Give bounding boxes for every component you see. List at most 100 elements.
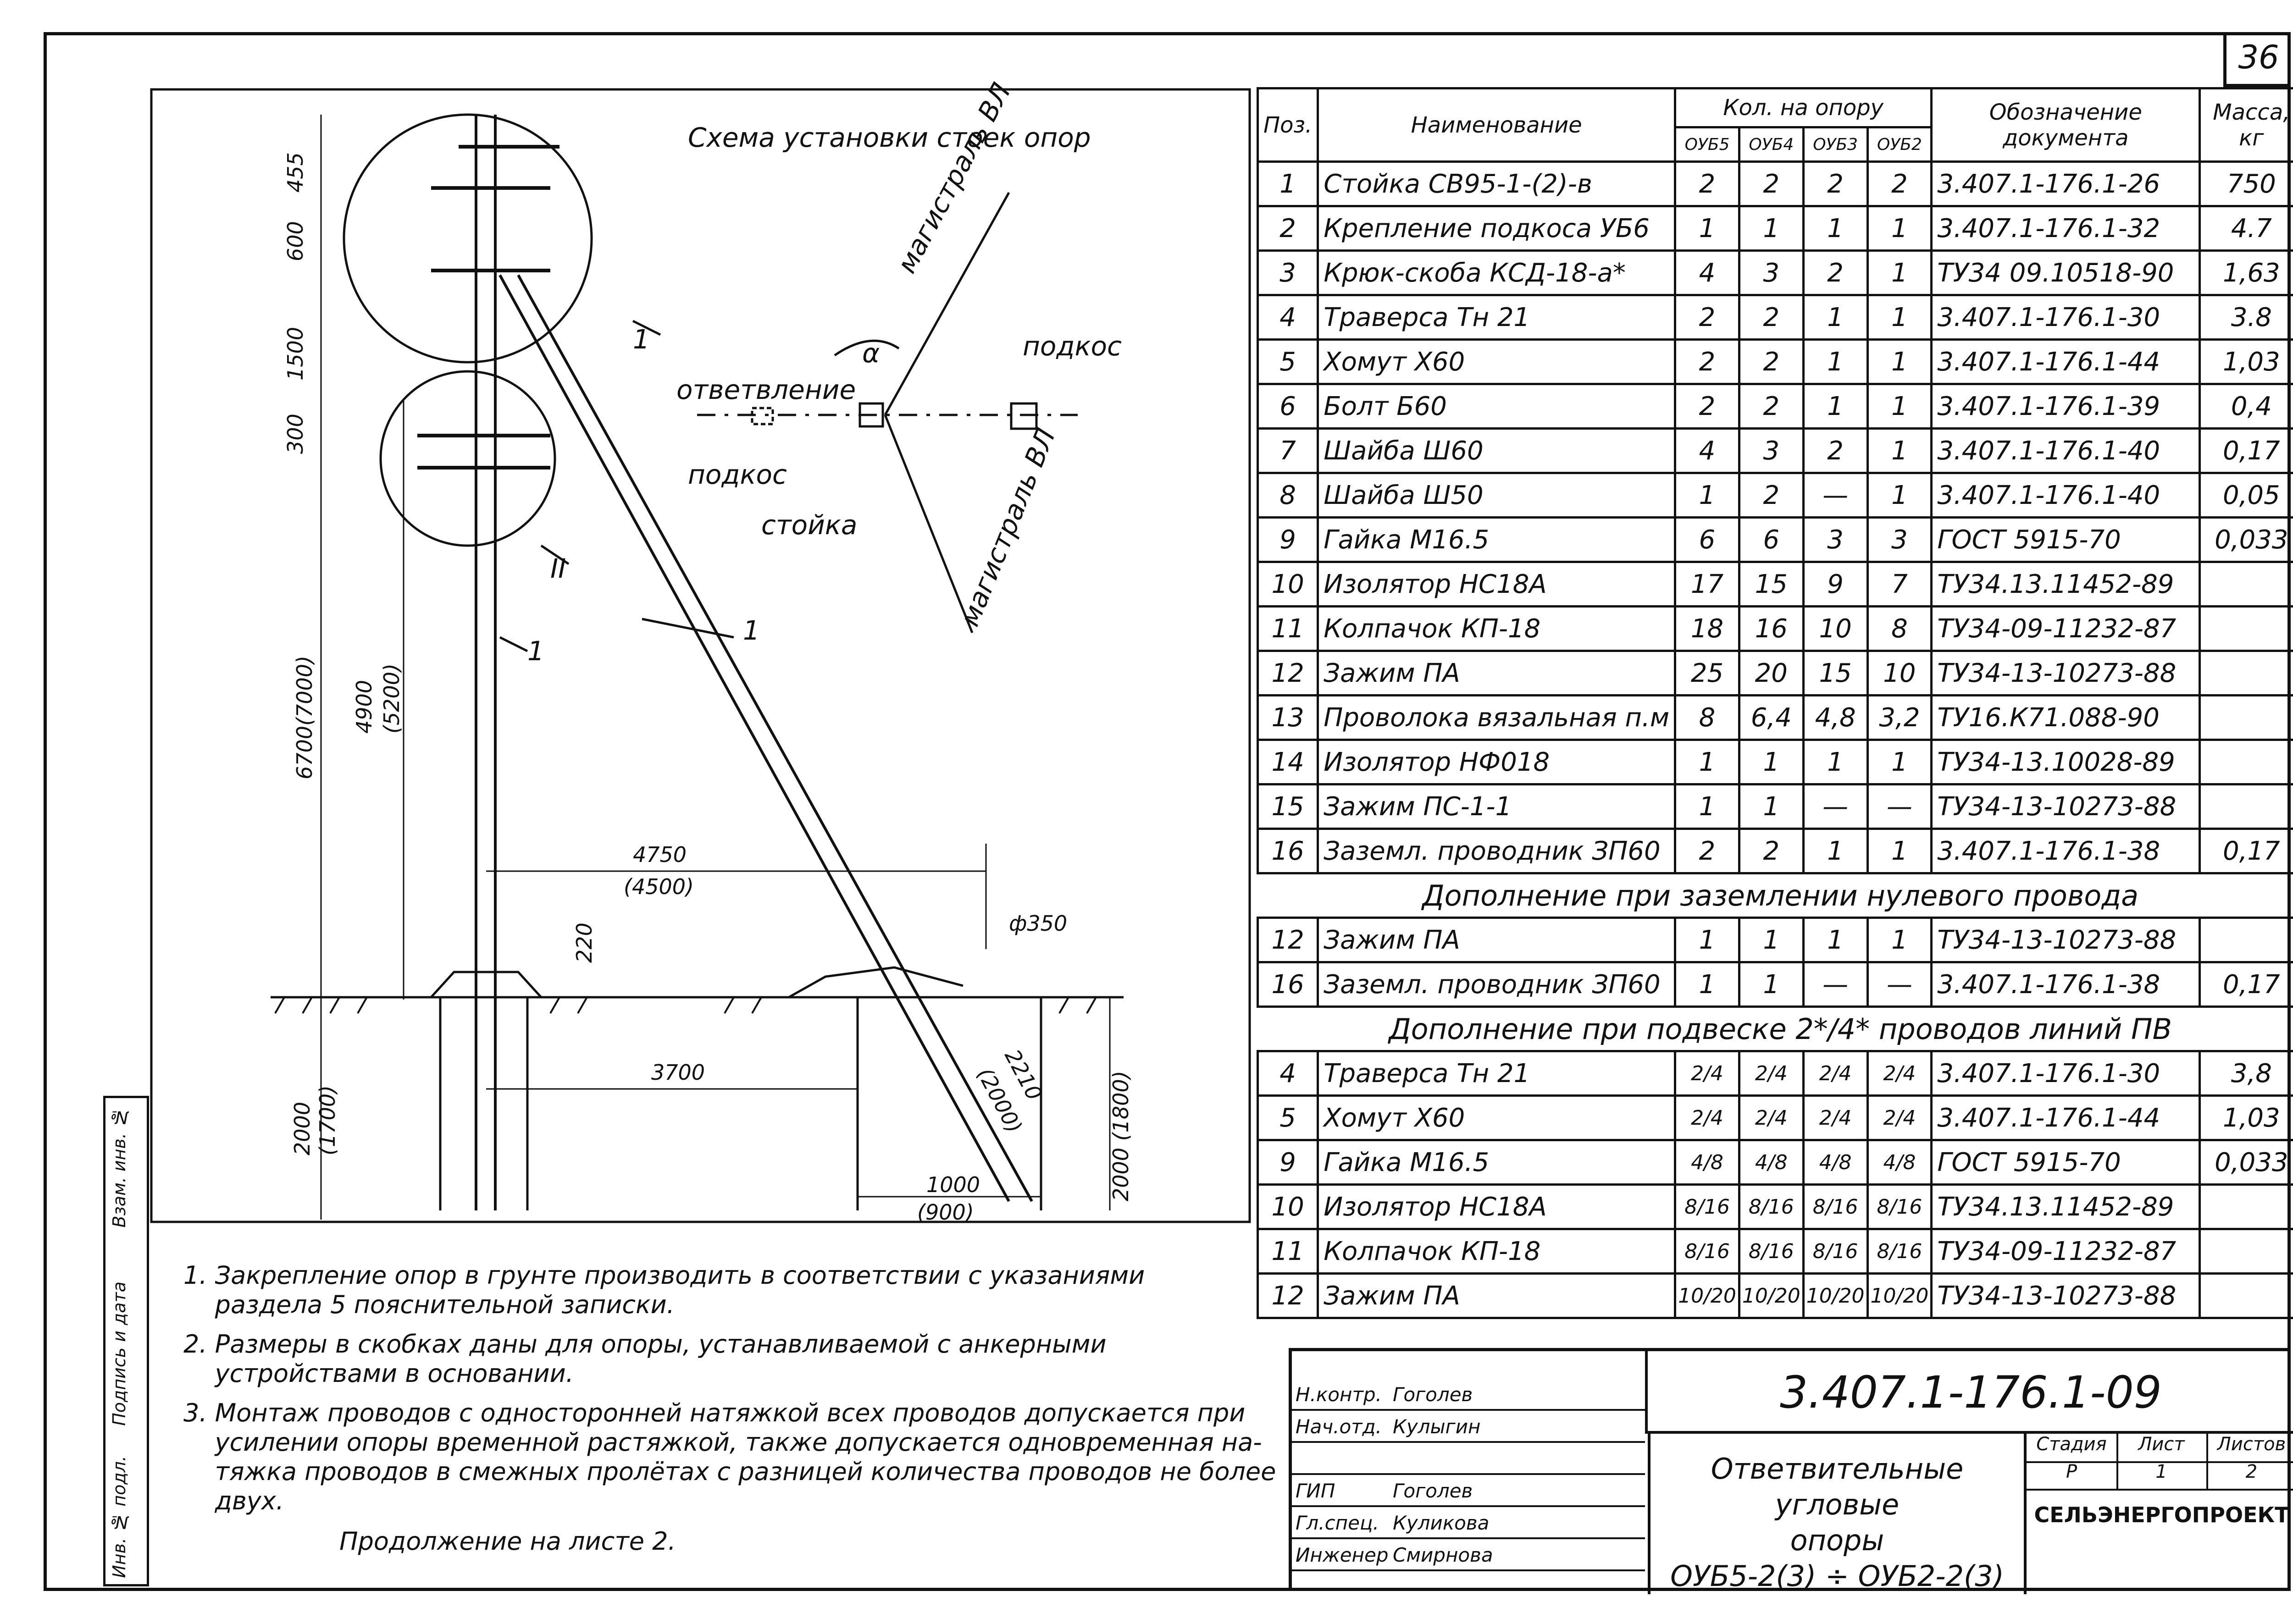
- spec-cell-pos: 14: [1256, 739, 1319, 785]
- spec-cell-q-2: 1: [1802, 917, 1869, 963]
- spec-cell-q-3: 8/16: [1866, 1228, 1933, 1275]
- spec-cell-doc: 3.407.1-176.1-40: [1930, 472, 2201, 519]
- spec-cell-pos: 5: [1256, 1094, 1319, 1141]
- spec-cell-q-3: 10/20: [1866, 1272, 1933, 1319]
- spec-cell-q-1: 6: [1738, 516, 1805, 563]
- spec-cell-q-3: —: [1866, 961, 1933, 1008]
- spec-cell-mass: [2199, 694, 2293, 741]
- spec-cell-pos: 11: [1256, 605, 1319, 652]
- spec-cell-name: Траверса Тн 21: [1317, 294, 1677, 341]
- dim-4750: 4750: [633, 842, 687, 867]
- spec-cell-q-3: 1: [1866, 472, 1933, 519]
- dim-4900: 4900: [352, 680, 377, 734]
- dim-5200: (5200): [379, 663, 404, 734]
- spec-cell-q-2: 10: [1802, 605, 1869, 652]
- sheet-value: 1: [2116, 1461, 2208, 1491]
- spec-cell-q-2: 1: [1802, 205, 1869, 252]
- col-oub2: ОУБ2: [1866, 126, 1933, 163]
- spec-cell-q-3: 1: [1866, 338, 1933, 385]
- spec-cell-q-1: 2: [1738, 472, 1805, 519]
- spec-cell-name: Болт Б60: [1317, 383, 1677, 430]
- spec-cell-mass: [2199, 1183, 2293, 1230]
- spec-cell-pos: 8: [1256, 472, 1319, 519]
- brace-left-label: подкос: [688, 459, 787, 490]
- spec-cell-mass: 1,03: [2199, 338, 2293, 385]
- col-oub5: ОУБ5: [1674, 126, 1740, 163]
- spec-cell-q-3: 2/4: [1866, 1094, 1933, 1141]
- spec-cell-q-1: 1: [1738, 917, 1805, 963]
- spec-cell-q-1: 1: [1738, 739, 1805, 785]
- spec-cell-q-0: 4: [1674, 427, 1740, 474]
- spec-cell-q-2: 1: [1802, 739, 1869, 785]
- spec-cell-mass: 1,63: [2199, 249, 2293, 296]
- spec-cell-q-3: 8: [1866, 605, 1933, 652]
- spec-section-heading: Дополнение при заземлении нулевого прово…: [1257, 872, 2293, 919]
- description-line-3: ОУБ5-2(3) ÷ ОУБ2-2(3): [1670, 1559, 2004, 1593]
- spec-cell-name: Заземл. проводник ЗП60: [1317, 828, 1677, 874]
- spec-cell-q-0: 18: [1674, 605, 1740, 652]
- spec-cell-pos: 11: [1256, 1228, 1319, 1275]
- spec-cell-pos: 2: [1256, 205, 1319, 252]
- stamp-replace-inv: Взам. инв. №: [109, 1107, 129, 1228]
- spec-cell-q-2: 10/20: [1802, 1272, 1869, 1319]
- spec-cell-mass: 3,8: [2199, 1050, 2293, 1097]
- spec-cell-q-1: 2: [1738, 294, 1805, 341]
- spec-cell-q-0: 2/4: [1674, 1094, 1740, 1141]
- spec-cell-doc: ТУ34-13-10273-88: [1930, 783, 2201, 830]
- document-description: Ответвительные угловые опоры ОУБ5-2(3) ÷…: [1648, 1434, 2024, 1594]
- dim-1700: (1700): [315, 1085, 340, 1155]
- spec-cell-name: Зажим ПС-1-1: [1317, 783, 1677, 830]
- spec-cell-q-1: 2: [1738, 338, 1805, 385]
- signature-row: Нач.отд.Кулыгин: [1292, 1411, 1645, 1443]
- spec-cell-mass: [2199, 739, 2293, 785]
- spec-cell-pos: 16: [1256, 828, 1319, 874]
- description-line-1: Ответвительные угловые: [1711, 1452, 1964, 1521]
- spec-cell-q-0: 17: [1674, 561, 1740, 608]
- spec-cell-mass: [2199, 1228, 2293, 1275]
- spec-cell-mass: [2199, 605, 2293, 652]
- spec-cell-q-3: 1: [1866, 383, 1933, 430]
- spec-cell-q-3: 7: [1866, 561, 1933, 608]
- col-oub4: ОУБ4: [1738, 126, 1805, 163]
- spec-cell-q-0: 2/4: [1674, 1050, 1740, 1097]
- spec-cell-q-0: 1: [1674, 917, 1740, 963]
- spec-cell-name: Гайка М16.5: [1317, 516, 1677, 563]
- stage-block: Стадия Лист Листов Р 1 2 СЕЛЬЭНЕРГОПРОЕК…: [2024, 1434, 2293, 1594]
- spec-cell-mass: 3.8: [2199, 294, 2293, 341]
- spec-cell-q-0: 6: [1674, 516, 1740, 563]
- spec-section-heading: Дополнение при подвеске 2*/4* проводов л…: [1257, 1005, 2293, 1052]
- spec-cell-q-2: 4/8: [1802, 1139, 1869, 1186]
- spec-cell-q-2: —: [1802, 783, 1869, 830]
- spec-cell-q-1: 2: [1738, 160, 1805, 207]
- spec-cell-doc: ГОСТ 5915-70: [1930, 1139, 2201, 1186]
- spec-cell-q-3: 2/4: [1866, 1050, 1933, 1097]
- spec-cell-q-2: 1: [1802, 294, 1869, 341]
- spec-cell-q-1: 16: [1738, 605, 1805, 652]
- dim-600: 600: [283, 221, 308, 261]
- spec-cell-q-0: 2: [1674, 294, 1740, 341]
- dim-455: 455: [283, 152, 308, 193]
- spec-cell-q-3: 1: [1866, 205, 1933, 252]
- spec-cell-name: Шайба Ш60: [1317, 427, 1677, 474]
- scheme-title: Схема установки стоек опор: [688, 122, 1091, 153]
- signature-role: Н.контр.: [1296, 1383, 1382, 1406]
- spec-cell-pos: 6: [1256, 383, 1319, 430]
- spec-cell-name: Колпачок КП-18: [1317, 605, 1677, 652]
- col-oub3: ОУБ3: [1802, 126, 1869, 163]
- dim-900: (900): [917, 1200, 974, 1225]
- spec-cell-pos: 12: [1256, 917, 1319, 963]
- stage-value: Р: [2027, 1461, 2118, 1491]
- spec-cell-q-3: 1: [1866, 828, 1933, 874]
- spec-cell-name: Зажим ПА: [1317, 650, 1677, 696]
- spec-cell-name: Шайба Ш50: [1317, 472, 1677, 519]
- spec-cell-q-0: 1: [1674, 472, 1740, 519]
- spec-cell-pos: 10: [1256, 561, 1319, 608]
- spec-cell-name: Крюк-скоба КСД-18-а*: [1317, 249, 1677, 296]
